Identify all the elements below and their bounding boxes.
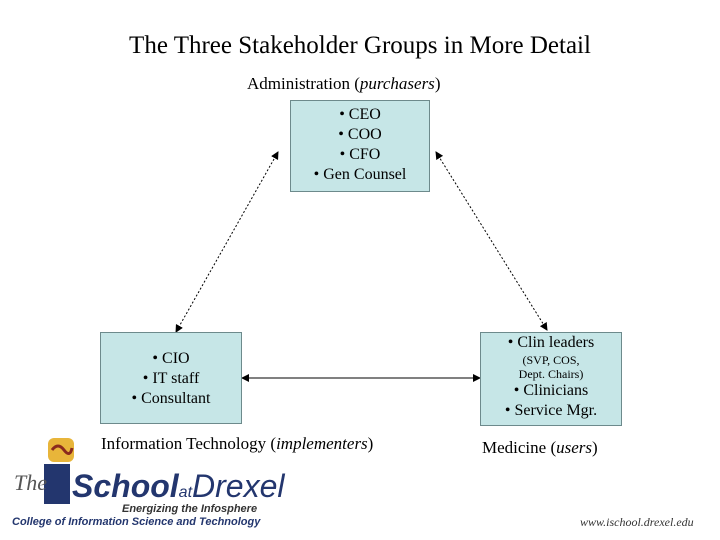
slide-title: The Three Stakeholder Groups in More Det…: [129, 32, 591, 59]
medicine-clin-leaders: • Clin leaders: [507, 334, 595, 351]
it-member: • Consultant: [131, 390, 211, 407]
administration-member: • CFO: [339, 146, 381, 163]
arrow-admin-it: [175, 151, 279, 333]
logo-the: The: [14, 470, 47, 495]
medicine-box: • Clin leaders (SVP, COS, Dept. Chairs) …: [480, 332, 622, 426]
medicine-clinicians: • Clinicians: [513, 382, 589, 399]
it-role: implementers: [276, 434, 368, 453]
administration-member: • Gen Counsel: [313, 166, 407, 183]
medicine-name: Medicine: [482, 438, 547, 457]
ischool-logo-icon: [44, 438, 74, 504]
administration-box: • CEO • COO • CFO • Gen Counsel: [290, 100, 430, 192]
medicine-note: (SVP, COS,: [522, 353, 580, 367]
website-url: www.ischool.drexel.edu: [580, 515, 694, 529]
logo-at: at: [178, 484, 193, 501]
medicine-role: users: [556, 438, 593, 457]
administration-role: purchasers: [359, 74, 435, 93]
administration-member: • COO: [338, 126, 382, 143]
it-box: • CIO • IT staff • Consultant: [100, 332, 242, 424]
logo-tagline: Energizing the Infosphere: [122, 503, 258, 515]
it-label: Information Technology (implementers): [101, 434, 374, 453]
medicine-note: Dept. Chairs): [518, 367, 584, 381]
logo-school: School: [72, 468, 179, 504]
medicine-service-mgr: • Service Mgr.: [504, 402, 598, 419]
it-member: • CIO: [152, 350, 190, 367]
it-member: • IT staff: [142, 370, 200, 387]
logo-college: College of Information Science and Techn…: [12, 516, 261, 528]
logo-wordmark: SchoolatDrexel: [72, 468, 284, 505]
logo-drexel: Drexel: [192, 468, 285, 504]
arrow-admin-medicine: [435, 151, 548, 331]
medicine-label: Medicine (users): [482, 438, 598, 457]
it-name: Information Technology: [101, 434, 267, 453]
administration-name: Administration: [247, 74, 350, 93]
administration-member: • CEO: [339, 106, 381, 123]
administration-label: Administration (purchasers): [247, 74, 441, 93]
